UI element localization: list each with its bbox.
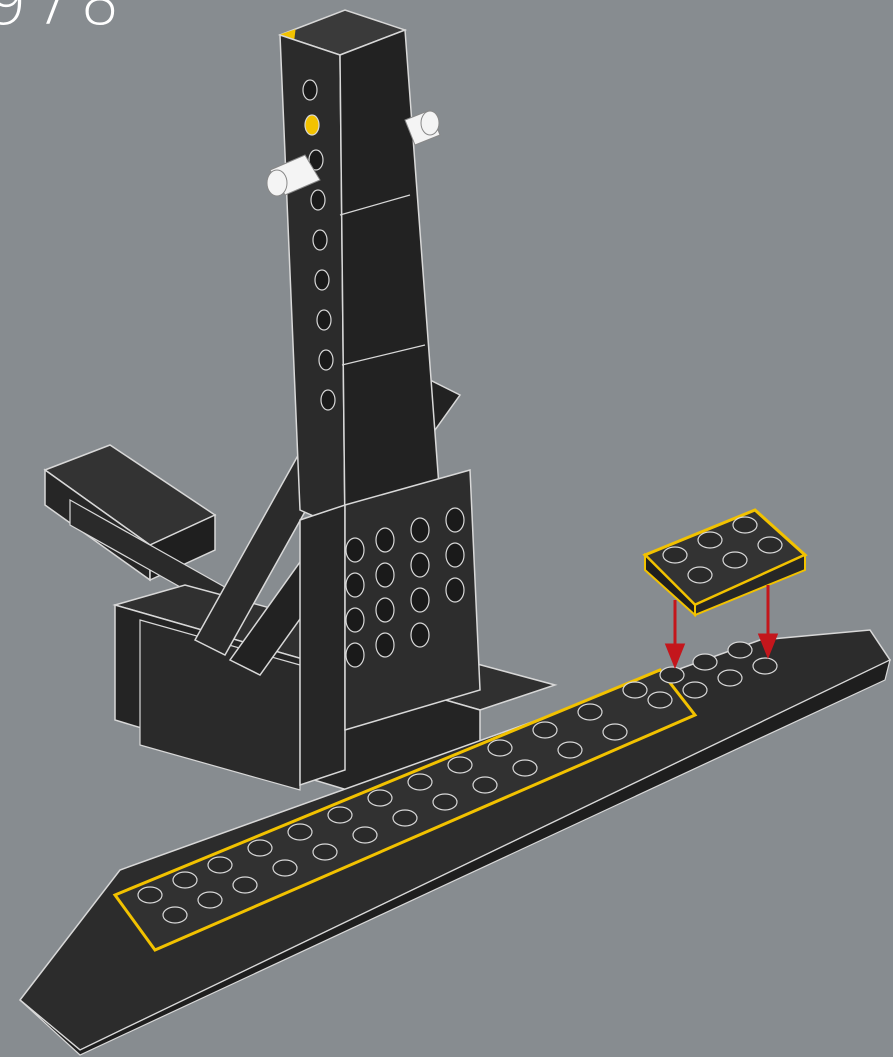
new-plate-2x3 [645,510,805,615]
